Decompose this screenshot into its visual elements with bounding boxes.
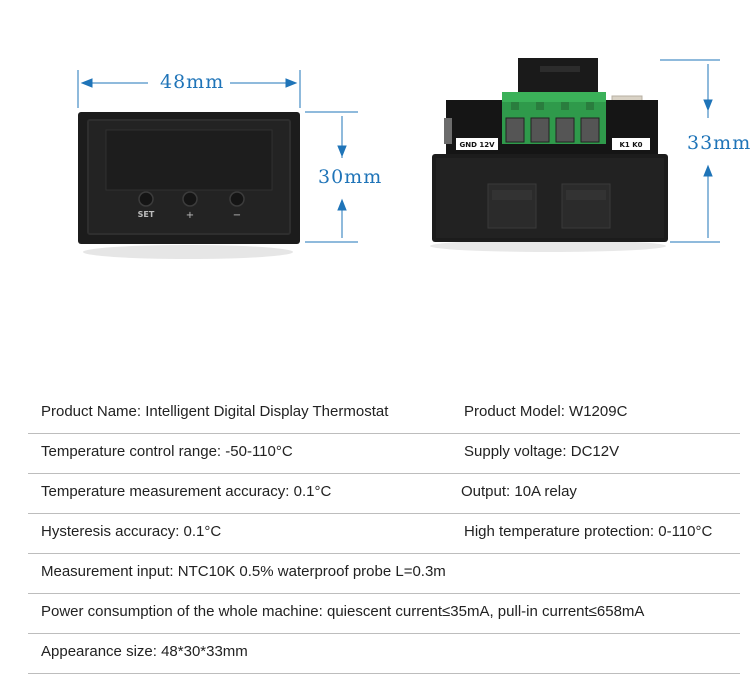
width-dimension-label: 48mm	[157, 71, 228, 93]
spec-row: Measurement input: NTC10K 0.5% waterproo…	[28, 553, 740, 594]
spec-row: Power consumption of the whole machine: …	[28, 593, 740, 634]
product-figure: SET + −	[0, 0, 750, 300]
height-dimension-line	[305, 111, 358, 243]
depth-dimension-line	[660, 59, 720, 243]
front-view-device: SET + −	[78, 112, 300, 259]
front-label-minus: −	[233, 210, 241, 221]
rear-view-device: GND 12V K1 K0	[430, 58, 668, 252]
front-label-plus: +	[186, 210, 194, 221]
spec-high-temp-protection: High temperature protection: 0-110°C	[464, 523, 713, 540]
spec-row: Appearance size: 48*30*33mm	[28, 633, 740, 674]
spec-row: Hysteresis accuracy: 0.1°C High temperat…	[28, 513, 740, 554]
spec-hysteresis: Hysteresis accuracy: 0.1°C	[41, 523, 222, 540]
spec-product-model: Product Model: W1209C	[464, 403, 628, 420]
height-dimension-label: 30mm	[315, 166, 386, 188]
spec-row: Product Name: Intelligent Digital Displa…	[28, 393, 740, 434]
spec-control-range: Temperature control range: -50-110°C	[41, 443, 293, 460]
spec-supply-voltage: Supply voltage: DC12V	[464, 443, 620, 460]
front-button-minus	[229, 191, 245, 207]
product-illustration: SET + −	[77, 58, 720, 259]
spec-power-consumption: Power consumption of the whole machine: …	[41, 603, 645, 620]
spec-product-name: Product Name: Intelligent Digital Displa…	[41, 403, 389, 420]
spec-appearance-size: Appearance size: 48*30*33mm	[41, 643, 248, 660]
front-button-plus	[182, 191, 198, 207]
spec-row: Temperature control range: -50-110°C Sup…	[28, 433, 740, 474]
depth-dimension-label: 33mm	[684, 132, 750, 154]
front-label-set: SET	[138, 210, 155, 219]
spec-measurement-input: Measurement input: NTC10K 0.5% waterproo…	[41, 563, 446, 580]
spec-row: Temperature measurement accuracy: 0.1°C …	[28, 473, 740, 514]
connector-label-power: GND 12V	[459, 141, 495, 149]
spec-measurement-accuracy: Temperature measurement accuracy: 0.1°C	[41, 483, 332, 500]
spec-output: Output: 10A relay	[461, 483, 577, 500]
width-dimension-line	[77, 70, 301, 108]
connector-label-relay: K1 K0	[619, 141, 642, 149]
front-button-set	[138, 191, 154, 207]
